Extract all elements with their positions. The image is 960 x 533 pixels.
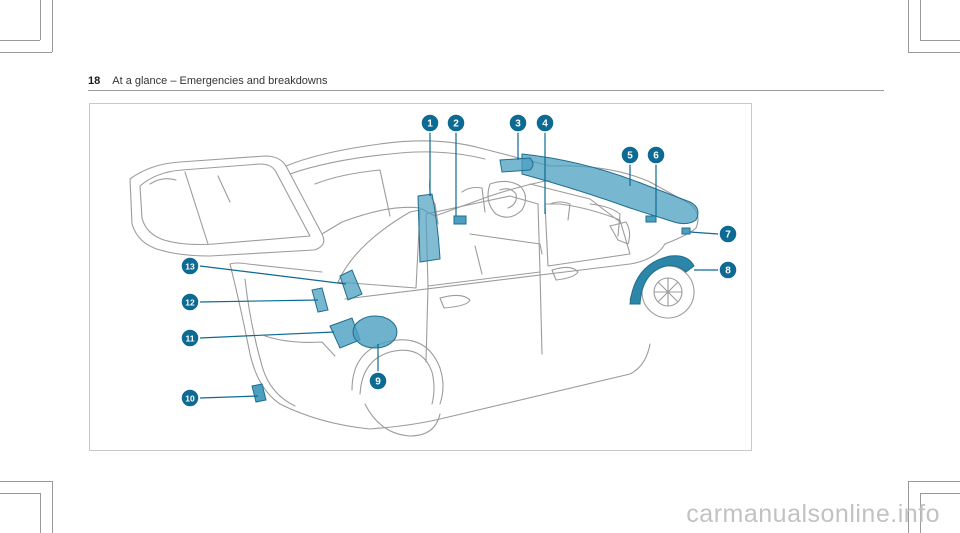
callout-5: 5	[620, 145, 640, 165]
callout-8: 8	[718, 260, 738, 280]
fuel-flap-highlight	[352, 315, 398, 349]
rear-side-panel-highlight	[339, 269, 363, 301]
callout-11-label: 11	[186, 334, 195, 344]
callout-2: 2	[446, 113, 466, 133]
crop-mark-bottom-right-h	[908, 481, 960, 482]
callout-10: 10	[180, 388, 200, 408]
callout-7-label: 7	[725, 230, 731, 241]
callout-1: 1	[420, 113, 440, 133]
callout-leader-lines	[199, 132, 719, 399]
crop-mark-bottom-left-h2	[0, 493, 40, 494]
running-header: 18 At a glance – Emergencies and breakdow…	[88, 74, 328, 88]
callout-6: 6	[646, 145, 666, 165]
callout-2-label: 2	[453, 119, 459, 130]
callout-9: 9	[368, 371, 388, 391]
callout-1-label: 1	[427, 119, 433, 130]
callout-13-label: 13	[185, 262, 195, 272]
callout-9-label: 9	[375, 377, 381, 388]
callout-7: 7	[718, 224, 738, 244]
crop-mark-top-right-h2	[908, 52, 960, 53]
callout-10-label: 10	[185, 394, 195, 404]
crop-mark-top-left-h	[0, 40, 40, 41]
callout-3: 3	[508, 113, 528, 133]
seat-side-highlight	[453, 215, 467, 225]
towing-eye-rear-highlight	[251, 383, 267, 403]
crop-mark-top-left-h2	[0, 52, 52, 53]
header-rule	[88, 90, 884, 91]
b-pillar-highlight	[417, 193, 441, 263]
callout-5-label: 5	[627, 151, 633, 162]
highlighted-components	[251, 153, 699, 403]
crop-mark-bottom-left-v2	[40, 493, 41, 533]
callout-4-label: 4	[542, 119, 548, 130]
crop-mark-bottom-left-h	[0, 481, 52, 482]
callout-13: 13	[180, 256, 200, 276]
callout-11: 11	[180, 328, 200, 348]
crop-mark-top-left-v2	[52, 0, 53, 52]
section-title: At a glance – Emergencies and breakdowns	[112, 75, 328, 87]
page-number: 18	[88, 75, 101, 87]
engine-bay-highlight	[645, 215, 657, 223]
callout-markers: 1 2 3 4 5 6 7 8 9 10 11 12 13	[180, 113, 738, 408]
crop-mark-bottom-right-v	[908, 481, 909, 533]
callout-6-label: 6	[653, 151, 659, 162]
sun-visor-highlight	[499, 157, 534, 173]
vehicle-illustration: 1 2 3 4 5 6 7 8 9 10 11 12 13	[129, 113, 738, 437]
bonnet-highlight	[521, 153, 699, 225]
crop-mark-top-right-v	[920, 0, 921, 40]
callout-12: 12	[180, 292, 200, 312]
callout-3-label: 3	[515, 119, 521, 130]
wheel-highlight	[629, 255, 695, 305]
crop-mark-bottom-right-v2	[920, 493, 921, 533]
rear-trim-highlight	[311, 287, 329, 313]
callout-12-label: 12	[185, 298, 195, 308]
callout-4: 4	[535, 113, 555, 133]
vehicle-illustration-figure: 1 2 3 4 5 6 7 8 9 10 11 12 13	[89, 103, 752, 451]
towing-eye-front-highlight	[681, 227, 691, 235]
crop-mark-top-left-v	[40, 0, 41, 40]
site-watermark: carmanualsonline.info	[686, 500, 940, 528]
crop-mark-top-right-h	[920, 40, 960, 41]
crop-mark-top-right-v2	[908, 0, 909, 52]
callout-8-label: 8	[725, 266, 731, 277]
crop-mark-bottom-left-v	[52, 481, 53, 533]
crop-mark-bottom-right-h2	[920, 493, 960, 494]
